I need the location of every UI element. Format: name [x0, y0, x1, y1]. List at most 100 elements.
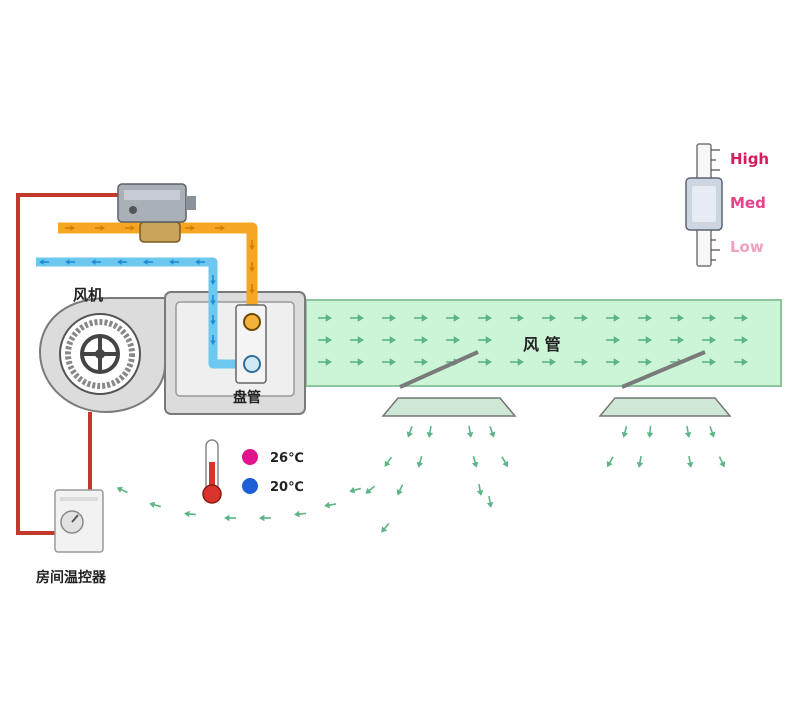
airflow-arrow [606, 336, 620, 344]
temp-26: 26℃ [270, 451, 304, 466]
airflow-arrow [574, 314, 588, 322]
room-airflow-arrow [501, 456, 509, 468]
speed-switch-icon [685, 143, 723, 267]
airflow-arrow [638, 358, 652, 366]
airflow-arrow [478, 358, 492, 366]
cold-flow-arrow [210, 295, 216, 305]
airflow-arrow [734, 358, 748, 366]
airflow-arrow [414, 336, 428, 344]
hot-flow-arrow [125, 225, 135, 231]
hot-flow-arrow [65, 225, 75, 231]
airflow-arrow [478, 336, 492, 344]
airflow-arrow [478, 314, 492, 322]
fan-label: 风机 [73, 286, 103, 304]
room-airflow-arrow [718, 456, 726, 468]
airflow-arrow [638, 314, 652, 322]
speed-med-label: Med [730, 194, 766, 212]
airflow-arrow [414, 314, 428, 322]
room-airflow-arrow [489, 426, 496, 438]
airflow-arrow [414, 358, 428, 366]
hot-flow-arrow [95, 225, 105, 231]
duct-label: 风 管 [523, 335, 561, 354]
air-diffuser-right [598, 350, 732, 417]
room-airflow-arrow [259, 514, 271, 522]
room-airflow-arrow [709, 426, 716, 438]
room-airflow-arrow [406, 426, 413, 438]
room-airflow-arrow [349, 486, 362, 494]
airflow-arrow [446, 314, 460, 322]
temp-indicators: 26℃ 20℃ [242, 449, 304, 495]
room-airflow-arrow [324, 501, 337, 509]
airflow-arrow [734, 336, 748, 344]
airflow-arrow [446, 336, 460, 344]
hot-flow-arrow [215, 225, 225, 231]
airflow-arrow [606, 314, 620, 322]
room-airflow-arrow [606, 456, 614, 468]
room-airflow-arrow [471, 455, 479, 468]
control-wire [16, 193, 120, 535]
airflow-arrow [542, 314, 556, 322]
coil-label: 盘管 [233, 389, 261, 406]
temp-20: 20℃ [270, 480, 304, 495]
room-airflow-arrow [365, 485, 376, 494]
coil-inner-panel [175, 301, 295, 397]
air-diffuser-left [381, 350, 517, 417]
room-airflow-arrow [384, 456, 393, 467]
room-airflow-arrow [636, 455, 644, 468]
airflow-arrow [734, 314, 748, 322]
thermometer-icon [202, 439, 222, 504]
airflow-arrow [638, 336, 652, 344]
airflow-arrow [318, 314, 332, 322]
room-airflow-arrow [486, 495, 494, 508]
hot-flow-arrow [249, 240, 255, 250]
duct-airflow-arrows [318, 314, 748, 366]
airflow-arrow [606, 358, 620, 366]
coil-connectors [235, 304, 267, 384]
airflow-arrow [350, 336, 364, 344]
cold-flow-arrow [39, 259, 49, 265]
cold-flow-arrow [65, 259, 75, 265]
airflow-arrow [702, 314, 716, 322]
room-airflow-arrow [416, 455, 424, 468]
motorized-valve-icon [117, 183, 196, 243]
hot-water-pipe [58, 222, 258, 318]
airflow-arrow [318, 358, 332, 366]
speed-high-label: High [730, 150, 769, 168]
room-airflow-arrow [466, 425, 474, 438]
speed-low-label: Low [730, 238, 764, 256]
room-airflow-arrow [149, 501, 162, 509]
room-airflow-arrows [116, 425, 726, 533]
airflow-arrow [574, 358, 588, 366]
airflow-arrow [670, 336, 684, 344]
airflow-arrow [318, 336, 332, 344]
room-airflow-arrow [621, 425, 629, 438]
room-airflow-arrow [476, 483, 484, 496]
hot-flow-arrow [185, 225, 195, 231]
cold-flow-arrow [195, 259, 205, 265]
cold-flow-arrow [210, 315, 216, 325]
airflow-arrow [382, 358, 396, 366]
airflow-arrow [382, 314, 396, 322]
airflow-arrow [542, 358, 556, 366]
room-airflow-arrow [224, 514, 236, 522]
room-airflow-arrow [294, 510, 307, 518]
room-airflow-arrow [426, 425, 434, 438]
room-airflow-arrow [116, 486, 128, 494]
cold-water-pipe [36, 257, 248, 369]
room-airflow-arrow [184, 510, 197, 518]
thermostat-dial-icon [54, 489, 104, 553]
airflow-arrow [350, 314, 364, 322]
room-airflow-arrow [686, 455, 694, 468]
hot-flow-arrow [249, 262, 255, 272]
room-airflow-arrow [646, 425, 654, 438]
room-airflow-arrow [684, 425, 692, 438]
room-airflow-arrow [381, 522, 390, 533]
cold-flow-arrow [117, 259, 127, 265]
airflow-arrow [510, 314, 524, 322]
cold-flow-arrow [91, 259, 101, 265]
hot-flow-arrow [249, 284, 255, 294]
cold-flow-arrow [143, 259, 153, 265]
airflow-arrow [350, 358, 364, 366]
thermostat-label: 房间温控器 [36, 569, 107, 586]
